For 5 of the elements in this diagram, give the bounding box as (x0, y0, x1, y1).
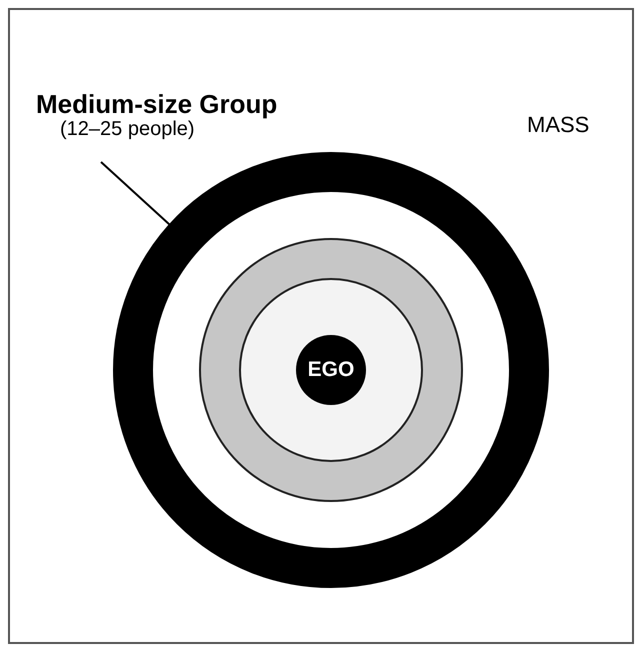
leader-line (100, 161, 171, 226)
group-size-note: (12–25 people) (60, 118, 195, 140)
group-heading: Medium-size Group (36, 90, 278, 118)
region-label: MASS (527, 112, 590, 138)
ego-label: EGO (308, 358, 354, 382)
